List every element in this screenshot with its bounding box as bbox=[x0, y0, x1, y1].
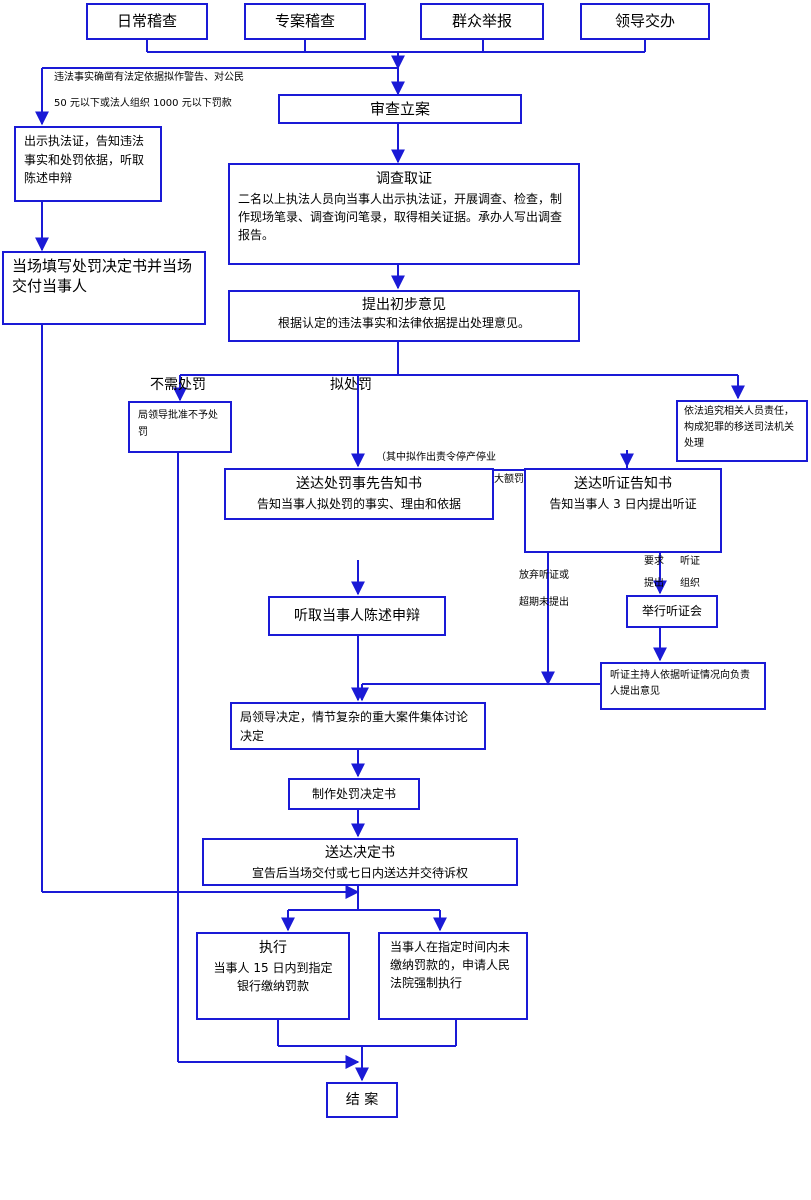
source-public-report: 群众举报 bbox=[420, 3, 544, 40]
penalty-notice-title: 送达处罚事先告知书 bbox=[296, 476, 422, 492]
hearing-opinion-box: 听证主持人依据听证情况向负责人提出意见 bbox=[600, 662, 766, 710]
show-certificate-text: 出示执法证，告知违法事实和处罚依据，听取陈述申辩 bbox=[24, 134, 145, 186]
penalty-notice-body: 告知当事人拟处罚的事实、理由和依据 bbox=[256, 497, 461, 511]
hearing-notice-body: 告知当事人 3 日内提出听证 bbox=[549, 497, 697, 511]
hearing-opinion-text: 听证主持人依据听证情况向负责人提出意见 bbox=[610, 670, 750, 697]
simple-procedure-note-line1: 违法事实确凿有法定依据拟作警告、对公民 bbox=[54, 72, 244, 83]
listen-statement-box: 听取当事人陈述申辩 bbox=[268, 596, 446, 636]
source-special-label: 专案稽查 bbox=[274, 12, 335, 30]
deliver-decision-body: 宣告后当场交付或七日内送达并交待诉权 bbox=[251, 866, 468, 880]
register-case-label: 审查立案 bbox=[369, 100, 430, 118]
initial-opinion-box: 提出初步意见 根据认定的违法事实和法律依据提出处理意见。 bbox=[228, 290, 580, 342]
court-enforcement-box: 当事人在指定时间内未缴纳罚款的，申请人民法院强制执行 bbox=[378, 932, 528, 1020]
source-report-label: 群众举报 bbox=[451, 12, 512, 30]
hold-hearing-text: 举行听证会 bbox=[641, 604, 702, 618]
hearing-notice-title: 送达听证告知书 bbox=[574, 476, 672, 492]
no-penalty-label: 不需处罚 bbox=[150, 377, 206, 393]
deliver-decision-box: 送达决定书 宣告后当场交付或七日内送达并交待诉权 bbox=[202, 838, 518, 886]
hold-hearing-box: 举行听证会 bbox=[626, 595, 718, 628]
penalty-notice-box: 送达处罚事先告知书 告知当事人拟处罚的事实、理由和依据 bbox=[224, 468, 494, 520]
request-hearing-label-3: 提出 bbox=[644, 578, 664, 589]
source-daily-inspection: 日常稽查 bbox=[86, 3, 208, 40]
hearing-notice-box: 送达听证告知书 告知当事人 3 日内提出听证 bbox=[524, 468, 722, 553]
court-enforcement-text: 当事人在指定时间内未缴纳罚款的，申请人民法院强制执行 bbox=[390, 940, 511, 990]
leader-decision-box: 局领导决定，情节复杂的重大案件集体讨论决定 bbox=[230, 702, 486, 750]
simple-procedure-note-line2: 50 元以下或法人组织 1000 元以下罚款 bbox=[54, 98, 232, 109]
show-certificate-box: 出示执法证，告知违法事实和处罚依据，听取陈述申辩 bbox=[14, 126, 162, 202]
make-decision-box: 制作处罚决定书 bbox=[288, 778, 420, 810]
initial-opinion-body: 根据认定的违法事实和法律依据提出处理意见。 bbox=[277, 316, 530, 331]
no-penalty-box: 局领导批准不予处罚 bbox=[128, 401, 232, 453]
hearing-condition-note-1: （其中拟作出责令停产停业 bbox=[376, 452, 496, 463]
leader-decision-text: 局领导决定，情节复杂的重大案件集体讨论决定 bbox=[240, 710, 469, 744]
request-hearing-label-1: 要求 bbox=[644, 556, 664, 567]
investigate-box: 调查取证 二名以上执法人员向当事人出示执法证，开展调查、检查，制作现场笔录、调查… bbox=[228, 163, 580, 265]
source-leader-label: 领导交办 bbox=[614, 12, 675, 30]
no-penalty-text: 局领导批准不予处罚 bbox=[138, 410, 218, 438]
listen-statement-text: 听取当事人陈述申辩 bbox=[294, 608, 420, 624]
investigate-body: 二名以上执法人员向当事人出示执法证，开展调查、检查，制作现场笔录、调查询问笔录，… bbox=[238, 192, 563, 242]
onsite-decision-text: 当场填写处罚决定书并当场交付当事人 bbox=[12, 257, 193, 295]
deliver-decision-title: 送达决定书 bbox=[325, 845, 395, 861]
waive-hearing-label-1: 放弃听证或 bbox=[519, 570, 569, 581]
make-decision-text: 制作处罚决定书 bbox=[311, 787, 396, 801]
request-hearing-label-4: 组织 bbox=[680, 578, 700, 589]
investigate-title: 调查取证 bbox=[376, 171, 432, 187]
criminal-referral-text: 依法追究相关人员责任，构成犯罪的移送司法机关处理 bbox=[684, 406, 794, 449]
register-case-box: 审查立案 bbox=[278, 94, 522, 124]
close-case-box: 结 案 bbox=[326, 1082, 398, 1118]
criminal-referral-box: 依法追究相关人员责任，构成犯罪的移送司法机关处理 bbox=[676, 400, 808, 462]
initial-opinion-title: 提出初步意见 bbox=[362, 297, 446, 313]
execute-body: 当事人 15 日内到指定银行缴纳罚款 bbox=[213, 961, 333, 993]
close-case-text: 结 案 bbox=[345, 1092, 379, 1108]
request-hearing-label-2: 听证 bbox=[680, 556, 700, 567]
source-leader-assigned: 领导交办 bbox=[580, 3, 710, 40]
execute-title: 执行 bbox=[259, 940, 287, 956]
execute-box: 执行 当事人 15 日内到指定银行缴纳罚款 bbox=[196, 932, 350, 1020]
source-special-case: 专案稽查 bbox=[244, 3, 366, 40]
penalty-label: 拟处罚 bbox=[330, 377, 372, 393]
source-daily-label: 日常稽查 bbox=[116, 12, 177, 30]
onsite-decision-box: 当场填写处罚决定书并当场交付当事人 bbox=[2, 251, 206, 325]
waive-hearing-label-2: 超期未提出 bbox=[519, 597, 569, 608]
